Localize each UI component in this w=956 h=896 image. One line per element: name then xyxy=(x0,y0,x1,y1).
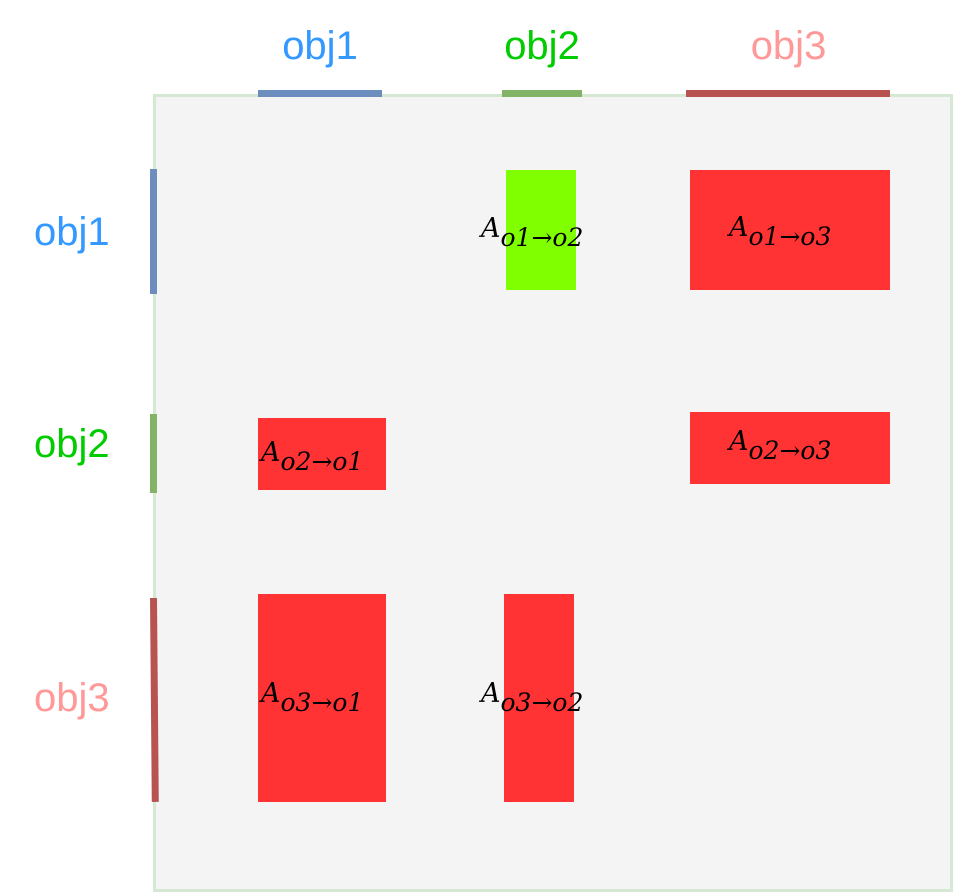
cell-label-o1-to-o3: Ao1→o3 xyxy=(729,212,832,251)
cell-label-o2-to-o1: Ao2→o1 xyxy=(261,437,364,476)
cell-label-o3-to-o1: Ao3→o1 xyxy=(261,678,364,717)
cell-o2-to-o1 xyxy=(258,418,386,490)
cell-o1-to-o2 xyxy=(506,170,576,290)
cell-o2-to-o3 xyxy=(690,412,890,484)
column-bar-obj2 xyxy=(502,90,582,97)
cell-label-o2-to-o3: Ao2→o3 xyxy=(729,426,832,465)
column-label-obj2: obj2 xyxy=(504,24,580,68)
cell-o1-to-o3 xyxy=(690,170,890,290)
column-label-obj1: obj1 xyxy=(282,24,358,68)
column-label-obj3: obj3 xyxy=(750,24,827,68)
cell-label-o3-to-o2: Ao3→o2 xyxy=(481,678,584,717)
row-bar-obj1 xyxy=(150,169,157,294)
row-label-obj1: obj1 xyxy=(34,210,110,254)
cell-label-o1-to-o2: Ao1→o2 xyxy=(481,213,584,252)
column-bar-obj1 xyxy=(258,90,382,97)
cell-o3-to-o2 xyxy=(504,594,574,802)
row-bar-obj2 xyxy=(150,414,157,493)
row-label-obj2: obj2 xyxy=(34,422,110,466)
row-label-obj3: obj3 xyxy=(34,676,110,720)
column-bar-obj3 xyxy=(686,90,890,97)
cell-o3-to-o1 xyxy=(258,594,386,802)
